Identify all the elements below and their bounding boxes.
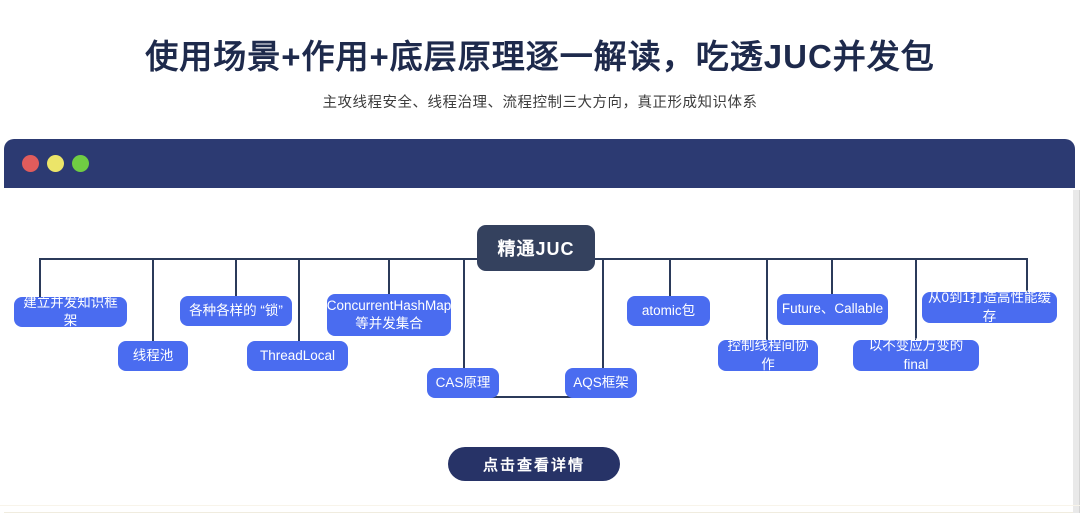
page-title: 使用场景+作用+底层原理逐一解读，吃透JUC并发包 bbox=[145, 38, 935, 75]
diagram-node: ConcurrentHashMap等并发集合 bbox=[327, 294, 451, 336]
diagram-node: 从0到1打造高性能缓存 bbox=[922, 290, 1057, 324]
hero-section: 使用场景+作用+底层原理逐一解读，吃透JUC并发包 主攻线程安全、线程治理、流程… bbox=[0, 0, 1080, 112]
view-details-button[interactable]: 点击查看详情 bbox=[448, 447, 620, 481]
vertical-scrollbar[interactable] bbox=[1073, 190, 1080, 513]
diagram-node: atomic包 bbox=[627, 296, 710, 326]
diagram-node: 线程池 bbox=[118, 341, 188, 371]
diagram-node: ThreadLocal bbox=[247, 341, 348, 371]
maximize-dot-icon bbox=[72, 155, 89, 172]
diagram-node: 建立并发知识框架 bbox=[14, 295, 127, 328]
diagram-node: CAS原理 bbox=[427, 368, 499, 398]
diagram-node: 各种各样的 “锁” bbox=[180, 296, 292, 326]
diagram-node: AQS框架 bbox=[565, 368, 637, 398]
diagram-node: 控制线程间协作 bbox=[718, 338, 818, 372]
diagram-root-node: 精通JUC bbox=[477, 225, 595, 271]
window-titlebar bbox=[4, 139, 1075, 188]
minimize-dot-icon bbox=[47, 155, 64, 172]
page-subtitle: 主攻线程安全、线程治理、流程控制三大方向，真正形成知识体系 bbox=[322, 94, 758, 111]
bottom-divider bbox=[0, 505, 1080, 506]
diagram-node: 以不变应万变的final bbox=[853, 338, 979, 372]
diagram-node: Future、Callable bbox=[777, 294, 888, 325]
close-dot-icon bbox=[22, 155, 39, 172]
